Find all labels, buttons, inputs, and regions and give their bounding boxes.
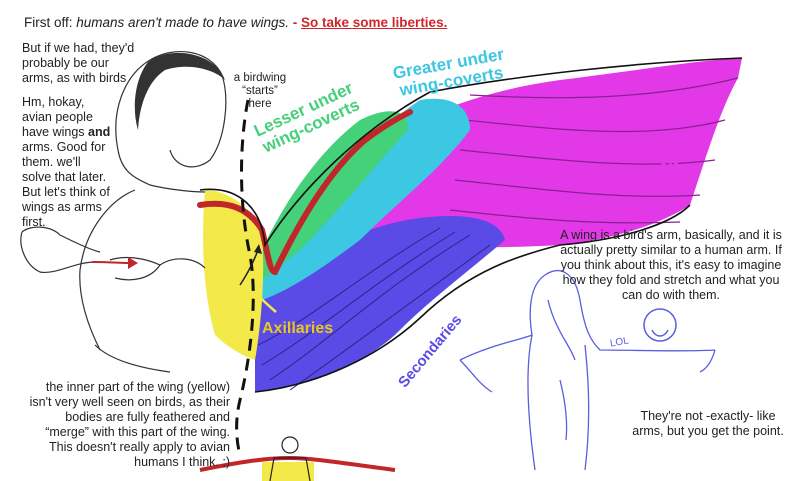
wing-start-guideline	[235, 99, 255, 456]
red-arrow	[91, 257, 138, 269]
lesser-coverts-feathers	[262, 111, 409, 280]
right-note: A wing is a bird's arm, basically, and i…	[560, 228, 782, 302]
small-figure	[199, 436, 396, 481]
left-note-avian-b: arms. Good for them. we'll solve that la…	[22, 140, 110, 229]
birdwing-note: a birdwing “starts” here	[233, 72, 287, 110]
header-line: First off: humans aren't made to have wi…	[24, 15, 447, 30]
left-note-avian-bold: and	[88, 125, 111, 139]
left-note-intro: But if we had, they'd probably be our ar…	[22, 41, 135, 85]
primaries-lines	[449, 77, 739, 224]
primaries-feathers	[300, 58, 742, 250]
axillaries-feathers	[203, 190, 264, 360]
wing-outline	[199, 57, 743, 393]
header-italic: humans aren't made to have wings.	[76, 15, 289, 30]
axillaries-arrow	[257, 294, 277, 313]
lol-face-icon	[643, 308, 677, 342]
left-note-avian: Hm, hokay, avian people have wings and a…	[22, 95, 112, 230]
greater-coverts-feathers	[262, 98, 470, 300]
woman-hair	[134, 52, 225, 131]
woman-sketch	[20, 51, 227, 373]
secondaries-lines	[257, 227, 491, 391]
closing-note: They're not -exactly- like arms, but you…	[632, 409, 784, 438]
header-dash: -	[292, 15, 298, 30]
lol-face-smile	[651, 329, 669, 337]
header-prefix: First off:	[24, 15, 73, 30]
label-axillaries: Axillaries	[262, 320, 334, 337]
wing-bone	[197, 109, 413, 276]
note-arrow	[239, 244, 262, 286]
left-note-avian-a: Hm, hokay, avian people have wings	[22, 95, 93, 139]
blue-sketch-figure	[459, 270, 716, 471]
bottom-note: the inner part of the wing (yellow) isn'…	[29, 380, 230, 469]
header-emphasis: So take some liberties.	[301, 15, 448, 30]
